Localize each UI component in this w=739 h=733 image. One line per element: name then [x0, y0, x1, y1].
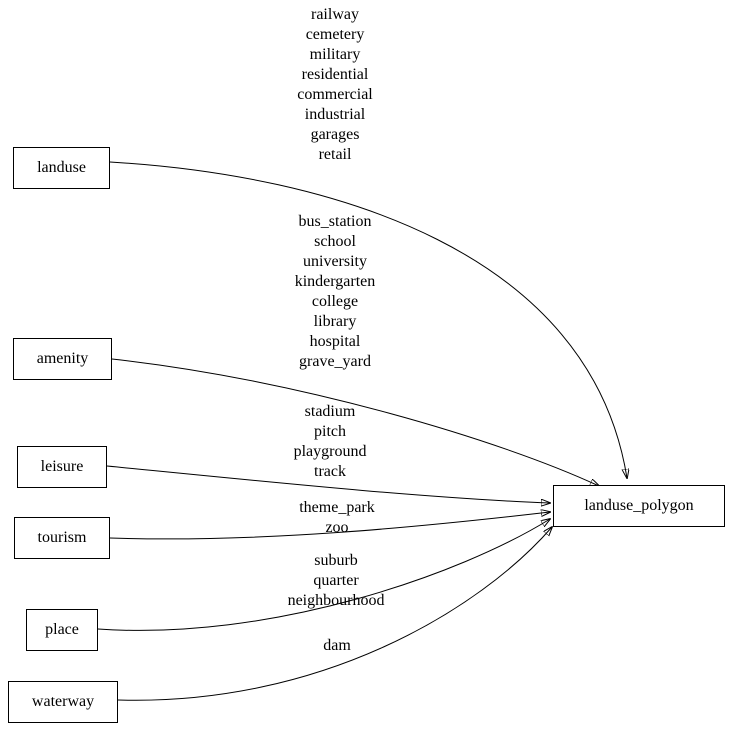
node-landuse: landuse: [13, 147, 110, 189]
node-leisure: leisure: [17, 446, 107, 488]
edge-label-amenity: bus_station school university kindergart…: [294, 213, 376, 370]
node-tourism: tourism: [14, 517, 110, 559]
node-place: place: [26, 609, 98, 651]
edge-place-to-landuse_polygon: [97, 519, 550, 631]
node-landuse-polygon: landuse_polygon: [553, 485, 725, 527]
edge-label-place: suburb quarter neighbourhood: [287, 552, 385, 609]
edge-label-landuse: railway cemetery military residential co…: [297, 6, 373, 163]
edge-amenity-to-landuse_polygon: [111, 358, 599, 486]
node-waterway: waterway: [8, 681, 118, 723]
edge-landuse-to-landuse_polygon: [109, 161, 627, 478]
node-amenity: amenity: [13, 338, 112, 380]
edge-leisure-to-landuse_polygon: [106, 465, 550, 503]
edge-label-leisure: stadium pitch playground track: [293, 403, 367, 480]
edge-label-tourism: theme_park zoo: [299, 499, 375, 536]
edge-label-waterway: dam: [323, 637, 351, 654]
edge-tourism-to-landuse_polygon: [109, 512, 550, 540]
edge-waterway-to-landuse_polygon: [117, 527, 552, 701]
